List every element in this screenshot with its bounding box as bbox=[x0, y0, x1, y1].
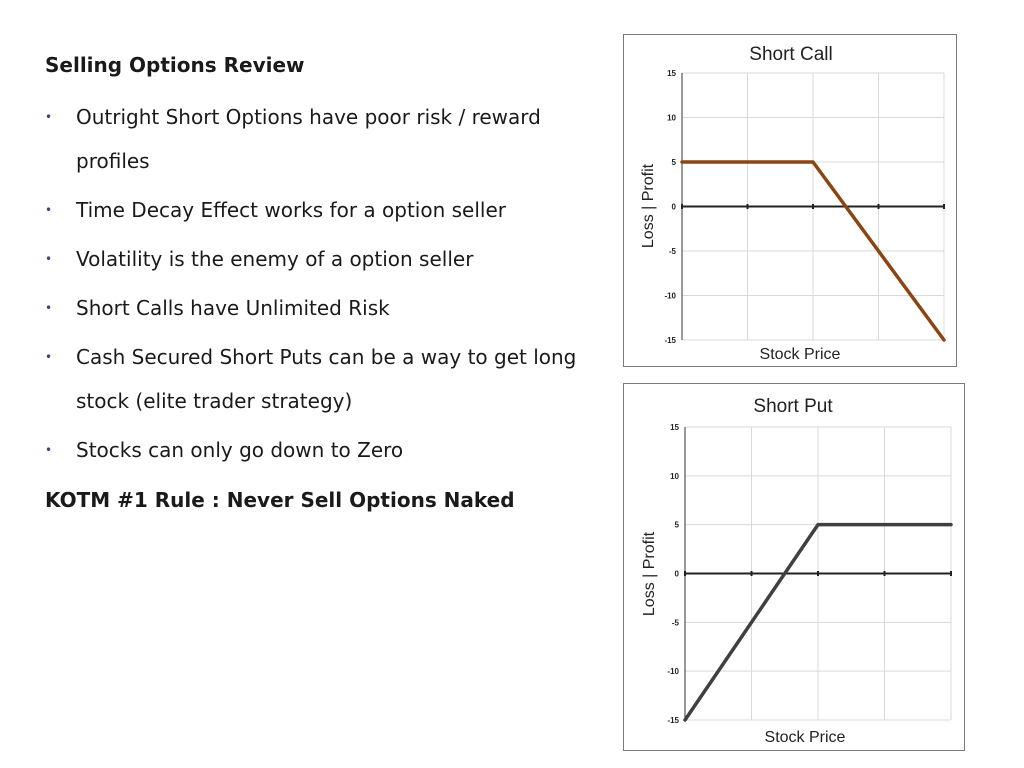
bullet-text: Time Decay Effect works for a option sel… bbox=[76, 198, 506, 222]
bullet-item: • Outright Short Options have poor risk /… bbox=[45, 95, 605, 183]
bullet-text: Stocks can only go down to Zero bbox=[76, 438, 404, 462]
bullet-text: Cash Secured Short Puts can be a way to … bbox=[76, 345, 577, 413]
payoff-series-line bbox=[680, 160, 946, 342]
y-tick-label: 10 bbox=[670, 472, 679, 481]
slide-text-block: Selling Options Review • Outright Short O… bbox=[45, 48, 605, 517]
bullet-item: • Short Calls have Unlimited Risk bbox=[45, 286, 605, 330]
y-axis-title: Loss | Profit bbox=[641, 531, 658, 616]
payoff-series-line bbox=[683, 522, 953, 722]
bullet-text: Short Calls have Unlimited Risk bbox=[76, 296, 390, 320]
y-tick-label: -15 bbox=[664, 336, 676, 345]
y-tick-label: 10 bbox=[667, 114, 676, 123]
bullet-dot-icon: • bbox=[45, 350, 53, 364]
y-tick-label: -15 bbox=[667, 716, 679, 725]
bullet-dot-icon: • bbox=[45, 203, 53, 217]
kotm-rule: KOTM #1 Rule : Never Sell Options Naked bbox=[45, 488, 515, 512]
y-tick-label: 15 bbox=[670, 423, 679, 432]
bullet-list: • Outright Short Options have poor risk /… bbox=[45, 95, 605, 472]
x-axis-title: Stock Price bbox=[765, 729, 846, 746]
y-tick-label: 15 bbox=[667, 69, 676, 78]
bullet-dot-icon: • bbox=[45, 252, 53, 266]
chart-title: Short Call bbox=[749, 44, 832, 65]
short-call-chart-svg: Short Call 15 10 5 0 -5 -10 -15 Loss | ProfitSto… bbox=[640, 44, 946, 363]
bullet-dot-icon: • bbox=[45, 110, 53, 124]
bullet-dot-icon: • bbox=[45, 443, 53, 457]
bullet-item: • Time Decay Effect works for a option se… bbox=[45, 188, 605, 232]
bullet-dot-icon: • bbox=[45, 301, 53, 315]
y-tick-label: 5 bbox=[672, 158, 677, 167]
y-axis-title: Loss | Profit bbox=[640, 163, 657, 248]
y-tick-label: -10 bbox=[664, 292, 676, 301]
y-tick-label: 0 bbox=[675, 570, 680, 579]
slide-title: Selling Options Review bbox=[45, 53, 305, 77]
short-put-chart-svg: Short Put 15 10 5 0 -5 -10 -15 Loss | ProfitStoc… bbox=[641, 396, 953, 746]
y-tick-label: -10 bbox=[667, 667, 679, 676]
bullet-item: • Volatility is the enemy of a option sel… bbox=[45, 237, 605, 281]
bullet-text: Volatility is the enemy of a option sell… bbox=[76, 247, 474, 271]
y-tick-label: -5 bbox=[669, 247, 677, 256]
y-tick-label: -5 bbox=[672, 618, 680, 627]
bullet-text: Outright Short Options have poor risk / … bbox=[76, 105, 541, 173]
chart-title: Short Put bbox=[753, 396, 833, 417]
y-tick-label: 0 bbox=[672, 203, 677, 212]
bullet-item: • Cash Secured Short Puts can be a way to… bbox=[45, 335, 605, 423]
bullet-item: • Stocks can only go down to Zero bbox=[45, 428, 605, 472]
y-tick-label: 5 bbox=[675, 521, 680, 530]
x-axis-title: Stock Price bbox=[760, 346, 841, 363]
